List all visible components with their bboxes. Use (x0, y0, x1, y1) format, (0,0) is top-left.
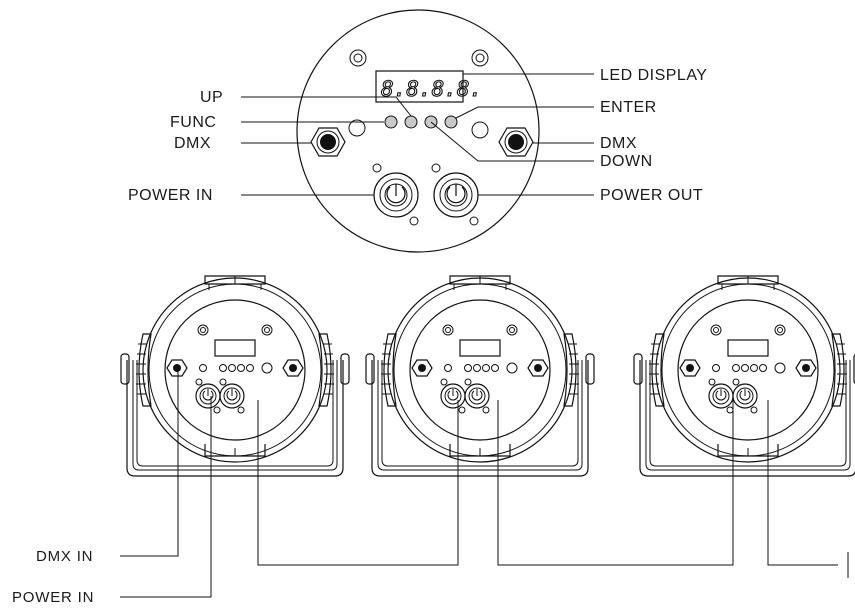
label-power-out: POWER OUT (600, 187, 703, 204)
panel-housing (296, 9, 540, 253)
enter-button[interactable] (444, 115, 458, 129)
screw-icon (348, 119, 366, 137)
up-button[interactable] (404, 115, 418, 129)
fixture-chain: DMX IN POWER IN (12, 275, 855, 606)
label-up: UP (200, 89, 223, 106)
screw-icon (471, 121, 489, 139)
link-cable-1-2 (257, 400, 459, 566)
fixture-3 (633, 275, 855, 477)
label-dmx-in: DMX IN (36, 548, 93, 565)
control-panel: 8.8.8.8. (128, 9, 707, 253)
dmx-in-connector[interactable] (310, 127, 346, 157)
screw-icon (471, 49, 489, 67)
label-enter: ENTER (600, 99, 657, 116)
label-led-display: LED DISPLAY (600, 67, 707, 84)
power-in-connector[interactable] (372, 163, 419, 226)
dmx-out-connector[interactable] (498, 127, 534, 157)
dmx-in-cable (120, 368, 179, 557)
label-down: DOWN (600, 153, 653, 170)
screw-icon (349, 49, 367, 67)
fixture-2 (365, 275, 595, 477)
label-func: FUNC (170, 114, 216, 131)
label-chain-power-in: POWER IN (12, 589, 94, 606)
label-dmx-left: DMX (174, 135, 211, 152)
led-display (375, 70, 464, 103)
label-power-in: POWER IN (128, 187, 213, 204)
label-dmx-right: DMX (600, 135, 637, 152)
out-cable (767, 400, 838, 566)
power-out-connector[interactable] (431, 163, 479, 226)
link-cable-2-3 (497, 400, 734, 566)
func-button[interactable] (384, 115, 398, 129)
fixture-1 (120, 275, 350, 477)
led-display-digits: 8.8.8.8. (381, 77, 482, 101)
power-in-cable (120, 396, 212, 598)
